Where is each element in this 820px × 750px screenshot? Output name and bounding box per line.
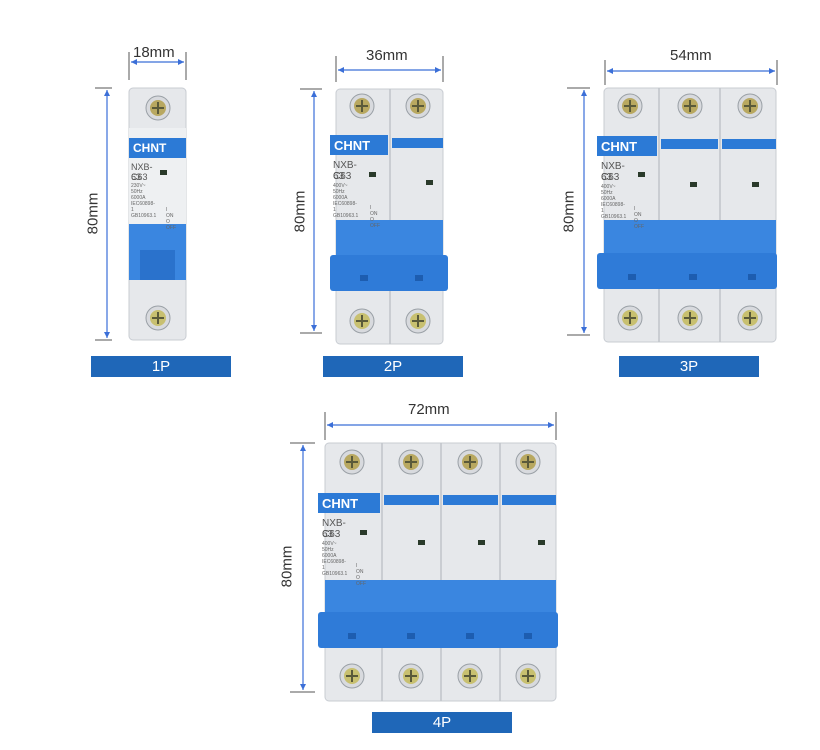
model-text: NXB-63 xyxy=(333,160,357,182)
rating-text: C63 xyxy=(333,171,352,182)
brand-logo: CHNT xyxy=(322,496,359,511)
label-4p: 4P xyxy=(372,712,512,733)
width-dimension-label: 72mm xyxy=(408,401,450,418)
model-text: NXB-63 xyxy=(322,518,346,540)
brand-logo: CHNT xyxy=(334,138,371,153)
model-text: NXB-63 xyxy=(601,161,625,183)
model-text: NXB-63 xyxy=(131,162,153,182)
width-dimension-label: 36mm xyxy=(366,47,408,64)
label-3p: 3P xyxy=(619,356,759,377)
rating-text: C63 xyxy=(601,172,620,183)
rating-text: C63 xyxy=(131,172,148,182)
width-dimension-label: 18mm xyxy=(133,44,175,61)
label-1p: 1P xyxy=(91,356,231,377)
rating-text: C63 xyxy=(322,529,341,540)
label-2p: 2P xyxy=(323,356,463,377)
brand-logo: CHNT xyxy=(133,141,167,155)
width-dimension-label: 54mm xyxy=(670,47,712,64)
brand-logo: CHNT xyxy=(601,139,638,154)
